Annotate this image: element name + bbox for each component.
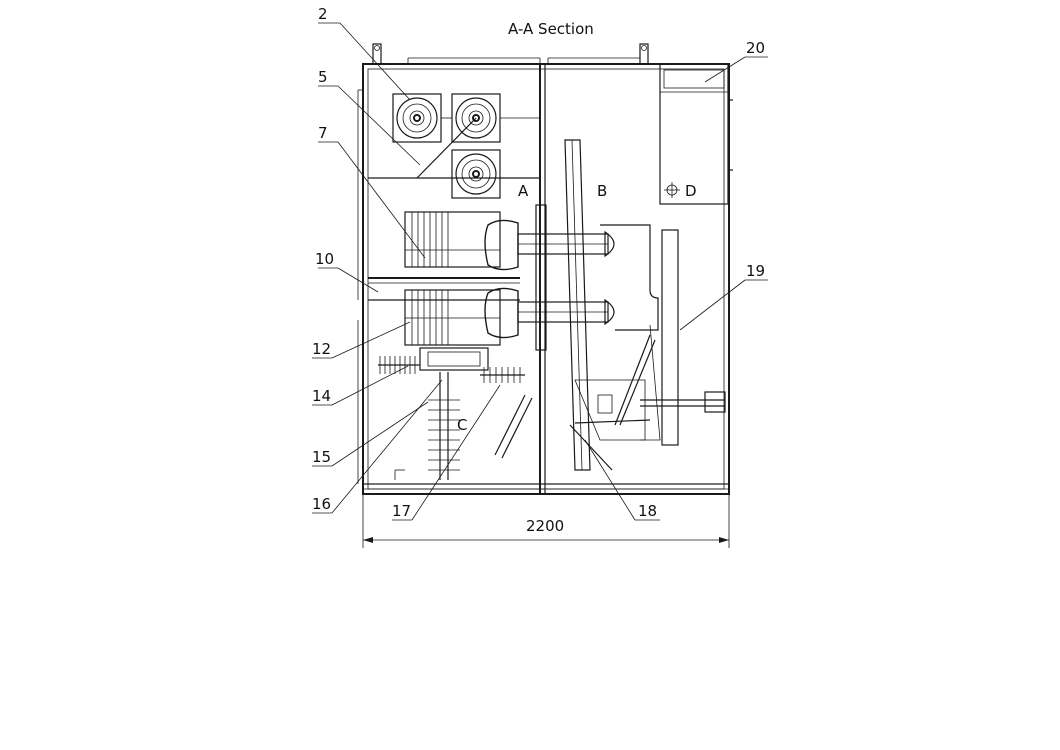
partitions (357, 64, 546, 494)
circuit-breaker-truck (564, 139, 726, 471)
lower-current-transformer (404, 289, 501, 346)
diagram-title: A-A Section (508, 20, 594, 38)
cabinet-outline (362, 43, 730, 495)
callout-15: 15 (312, 448, 331, 466)
width-dimension-label: 2200 (526, 517, 564, 535)
callout-10: 10 (315, 250, 334, 268)
width-dimension: 2200 (362, 494, 730, 548)
callout-20: 20 (746, 39, 765, 57)
callout-7: 7 (318, 124, 328, 142)
cable-compartment (378, 347, 533, 480)
callout-2: 2 (318, 5, 328, 23)
callout-12: 12 (312, 340, 331, 358)
callout-labels: 2 5 7 10 12 14 15 16 17 18 19 20 (312, 5, 765, 520)
contact-spouts (484, 204, 609, 351)
zone-a-label: A (518, 182, 529, 200)
callout-14: 14 (312, 387, 331, 405)
zone-c-label: C (457, 416, 467, 434)
callout-5: 5 (318, 68, 328, 86)
zone-d-label: D (685, 182, 697, 200)
callout-17: 17 (392, 502, 411, 520)
zone-b-label: B (597, 182, 607, 200)
upper-current-transformer (404, 211, 501, 268)
busbar-bushings (392, 93, 540, 199)
callout-19: 19 (746, 262, 765, 280)
leader-lines (312, 22, 768, 521)
callout-18: 18 (638, 502, 657, 520)
callout-16: 16 (312, 495, 331, 513)
lv-compartment (659, 63, 733, 205)
zone-labels: A B C D (457, 182, 697, 434)
